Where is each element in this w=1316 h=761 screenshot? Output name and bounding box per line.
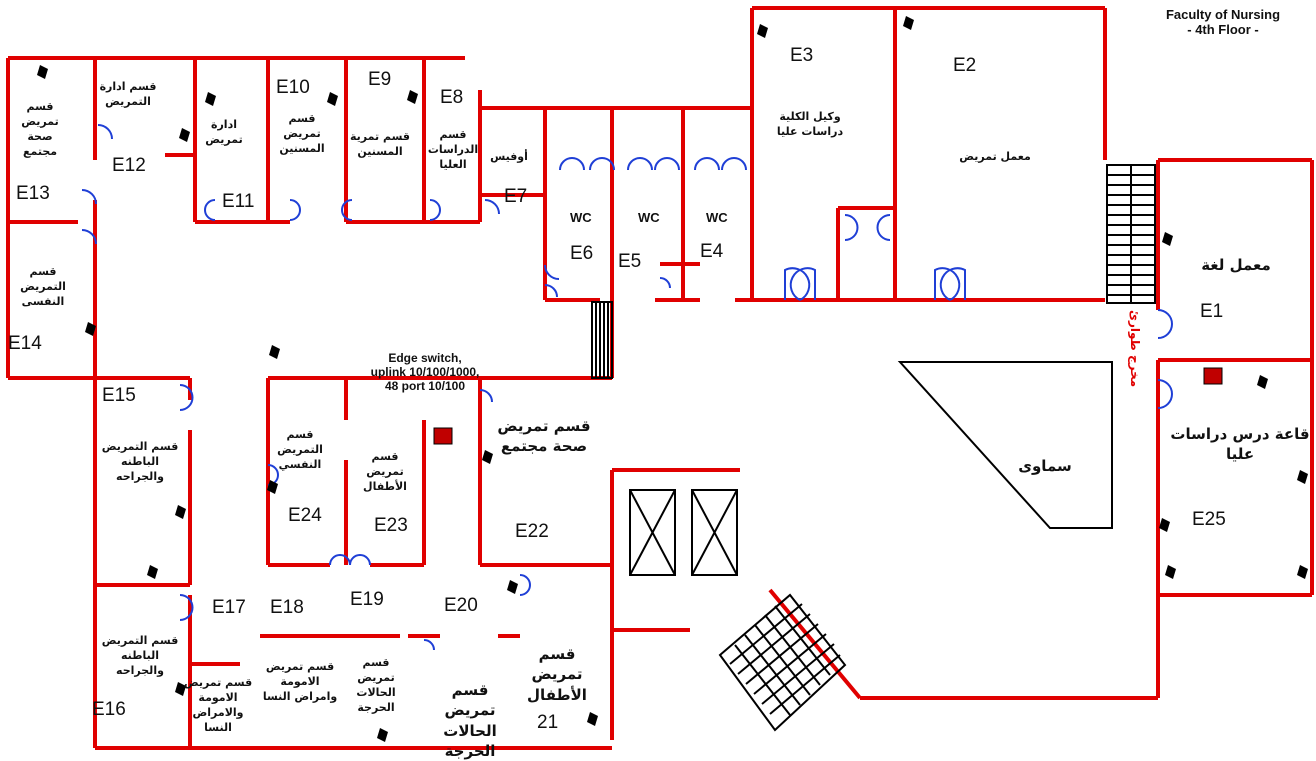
computer-icon	[179, 128, 190, 142]
dept-label-e13: قسم تمريض صحة مجتمع	[21, 100, 59, 158]
stairs-center	[591, 301, 613, 379]
dept-label-e23: قسم تمريض الأطفال	[363, 450, 407, 493]
computer-icon	[205, 92, 216, 106]
dept-label-e8: قسم الدراسات العليا	[427, 128, 479, 171]
room-e3: E3	[790, 45, 814, 66]
computer-icon	[1297, 470, 1308, 484]
computer-icon	[327, 92, 338, 106]
computer-icon	[587, 712, 598, 726]
emergency-exit-label: مخرج طوارئ	[1128, 310, 1142, 388]
dept-label-e25: قاعة درس دراسات عليا	[1170, 425, 1310, 464]
room-e4: E4	[700, 241, 724, 262]
computer-icon	[1257, 375, 1268, 389]
computer-icon	[482, 450, 493, 464]
edge-switch-note: Edge switch, uplink 10/100/1000, 48 port…	[360, 351, 490, 393]
room-e6: E6	[570, 243, 594, 264]
computer-icon	[903, 16, 914, 30]
computer-icon	[175, 505, 186, 519]
dept-label-e10: قسم تمريض المسنين	[279, 112, 325, 155]
room-e5: E5	[618, 251, 642, 272]
room-e14: E14	[8, 333, 42, 354]
dept-label-e9: قسم تمرية المسنين	[349, 130, 410, 158]
room-e21: 21	[537, 712, 559, 733]
title-line-1: Faculty of Nursing	[1165, 7, 1281, 22]
elevators	[629, 489, 738, 576]
computer-icon	[507, 580, 518, 594]
dept-label-e21: قسم تمريض الأطفال	[527, 645, 587, 704]
vice-dean-label: وكيل الكلية دراسات عليا	[776, 110, 844, 138]
switch-icons	[433, 367, 1223, 445]
dept-label-e15: قسم التمريض الباطنه والجراحه	[101, 440, 179, 483]
room-e13: E13	[16, 183, 50, 204]
skylight-label: سماوى	[1018, 457, 1072, 475]
room-e19: E19	[350, 589, 384, 610]
dept-label-bottom-3: قسم تمريض الحالات الحرجة	[356, 656, 396, 714]
wc-e5-label: WC	[638, 210, 660, 225]
dept-label-e14: قسم التمريض النفسى	[20, 265, 66, 308]
wc-e6-label: WC	[570, 210, 592, 225]
edge-line-1: Edge switch,	[388, 351, 462, 365]
room-e9: E9	[368, 69, 392, 90]
dept-label-e22: قسم تمريض صحة مجتمع	[497, 417, 591, 456]
office-label: أوفيس	[490, 150, 528, 163]
edge-line-2: uplink 10/100/1000,	[370, 364, 480, 379]
switch-icon	[433, 427, 453, 445]
room-e8: E8	[440, 87, 464, 108]
room-e17: E17	[212, 597, 246, 618]
switch-icon	[1203, 367, 1223, 385]
dept-label-bottom-1: قسم تمريض الامومة والامراض النسا	[183, 676, 253, 734]
room-e1: E1	[1200, 301, 1224, 322]
wc-e4-label: WC	[706, 210, 728, 225]
computer-icon	[1297, 565, 1308, 579]
room-e24: E24	[288, 505, 322, 526]
computer-icon	[85, 322, 96, 336]
dept-label-e16: قسم التمريض الباطنه والجراحه	[101, 634, 179, 677]
dept-label-e24: قسم التمريض النفسي	[277, 428, 323, 471]
computer-icon	[1162, 232, 1173, 246]
edge-line-3: 48 port 10/100	[384, 378, 466, 393]
computer-icon	[757, 24, 768, 38]
dept-label-e11: ادارة تمريض	[205, 118, 243, 146]
room-e2: E2	[953, 55, 977, 76]
dept-label-e12: قسم ادارة التمريض	[99, 80, 157, 108]
room-e15: E15	[102, 385, 136, 406]
walls	[6, 6, 1314, 750]
room-e23: E23	[374, 515, 408, 536]
computer-icon	[147, 565, 158, 579]
room-e7: E7	[504, 186, 528, 207]
language-lab-label: معمل لغة	[1201, 256, 1271, 274]
computer-icon	[1159, 518, 1170, 532]
room-e20: E20	[444, 595, 478, 616]
dept-label-bottom-2: قسم تمريض الامومة وامراض النسا	[262, 660, 338, 703]
dept-label-bottom-4: قسم تمريض الحالات الحرجة	[443, 681, 497, 760]
computer-icon	[175, 682, 186, 696]
title-line-2: - 4th Floor -	[1187, 21, 1259, 37]
stairs-east	[1106, 164, 1156, 304]
room-e12: E12	[112, 155, 146, 176]
computer-icon	[269, 345, 280, 359]
computer-icon	[1165, 565, 1176, 579]
skylight-shape	[897, 361, 1113, 529]
room-e16: E16	[92, 699, 126, 720]
computer-icon	[267, 480, 278, 494]
computer-icon	[407, 90, 418, 104]
plan-title: Faculty of Nursing - 4th Floor -	[1148, 7, 1298, 38]
computer-icon	[377, 728, 388, 742]
room-e11: E11	[222, 191, 255, 212]
room-e18: E18	[270, 597, 304, 618]
nursing-lab-label: معمل تمريض	[959, 150, 1031, 163]
computer-icon	[37, 65, 48, 79]
computer-icons	[37, 16, 1308, 742]
room-e10: E10	[276, 77, 310, 98]
room-e22: E22	[515, 521, 549, 542]
room-e25: E25	[1192, 509, 1226, 530]
stairs-diagonal	[718, 593, 847, 732]
